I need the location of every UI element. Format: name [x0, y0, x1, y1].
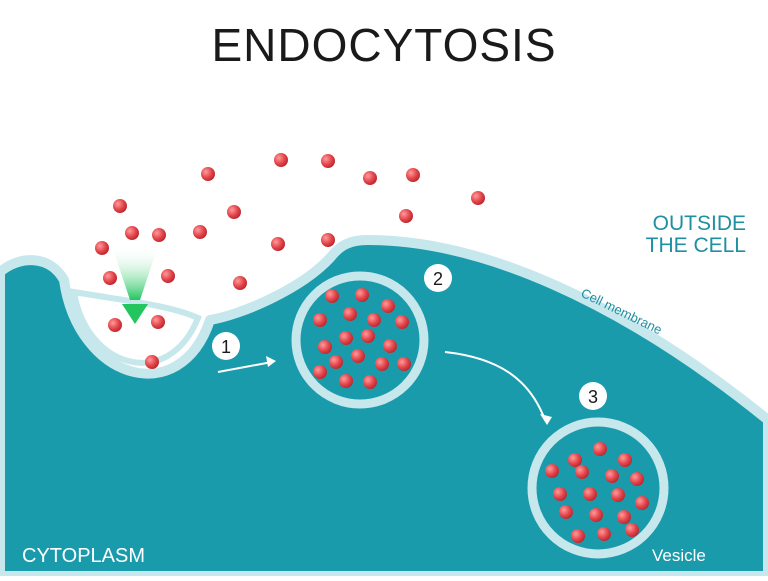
particle	[343, 307, 357, 321]
particle	[617, 510, 631, 524]
particle	[575, 465, 589, 479]
particle	[152, 228, 166, 242]
particle	[227, 205, 241, 219]
particle	[95, 241, 109, 255]
particle	[571, 529, 585, 543]
particle	[583, 487, 597, 501]
particles	[95, 153, 649, 543]
particle	[395, 315, 409, 329]
svg-text:1: 1	[221, 337, 231, 357]
step-badge-1: 1	[212, 332, 240, 360]
particle	[597, 527, 611, 541]
particle	[321, 154, 335, 168]
particle	[568, 453, 582, 467]
particle	[375, 357, 389, 371]
step-badge-3: 3	[579, 382, 607, 410]
particle	[383, 339, 397, 353]
particle	[381, 299, 395, 313]
particle	[406, 168, 420, 182]
particle	[201, 167, 215, 181]
step-badge-2: 2	[424, 264, 452, 292]
particle	[363, 375, 377, 389]
particle	[593, 442, 607, 456]
particle	[605, 469, 619, 483]
step-arrow-icon	[217, 351, 546, 421]
particle	[363, 171, 377, 185]
particle	[367, 313, 381, 327]
particle	[318, 340, 332, 354]
particle	[399, 209, 413, 223]
particle	[553, 487, 567, 501]
svg-text:2: 2	[433, 269, 443, 289]
particle	[193, 225, 207, 239]
particle	[471, 191, 485, 205]
green-arrow-icon	[112, 246, 158, 324]
page-title: ENDOCYTOSIS	[211, 19, 557, 71]
membrane-pit	[70, 288, 202, 366]
outside-cell-label: OUTSIDE THE CELL	[645, 212, 746, 258]
particle	[361, 329, 375, 343]
particle	[618, 453, 632, 467]
outside-line-2: THE CELL	[645, 234, 746, 258]
svg-text:3: 3	[588, 387, 598, 407]
particle	[151, 315, 165, 329]
particle	[145, 355, 159, 369]
particle	[630, 472, 644, 486]
particle	[339, 374, 353, 388]
particle	[108, 318, 122, 332]
particle	[313, 313, 327, 327]
particle	[125, 226, 139, 240]
particle	[351, 349, 365, 363]
particle	[313, 365, 327, 379]
cytoplasm-label: CYTOPLASM	[22, 545, 145, 567]
particle	[103, 271, 117, 285]
particle	[589, 508, 603, 522]
particle	[397, 357, 411, 371]
particle	[611, 488, 625, 502]
particle	[355, 288, 369, 302]
particle	[161, 269, 175, 283]
particle	[635, 496, 649, 510]
particle	[113, 199, 127, 213]
particle	[325, 289, 339, 303]
particle	[233, 276, 247, 290]
particle	[274, 153, 288, 167]
particle	[271, 237, 285, 251]
particle	[559, 505, 573, 519]
particle	[329, 355, 343, 369]
particle	[545, 464, 559, 478]
particle	[321, 233, 335, 247]
particle	[339, 331, 353, 345]
particle	[625, 523, 639, 537]
vesicle-internal	[527, 417, 669, 559]
vesicle-label: Vesicle	[652, 546, 706, 565]
outside-line-1: OUTSIDE	[652, 212, 746, 235]
